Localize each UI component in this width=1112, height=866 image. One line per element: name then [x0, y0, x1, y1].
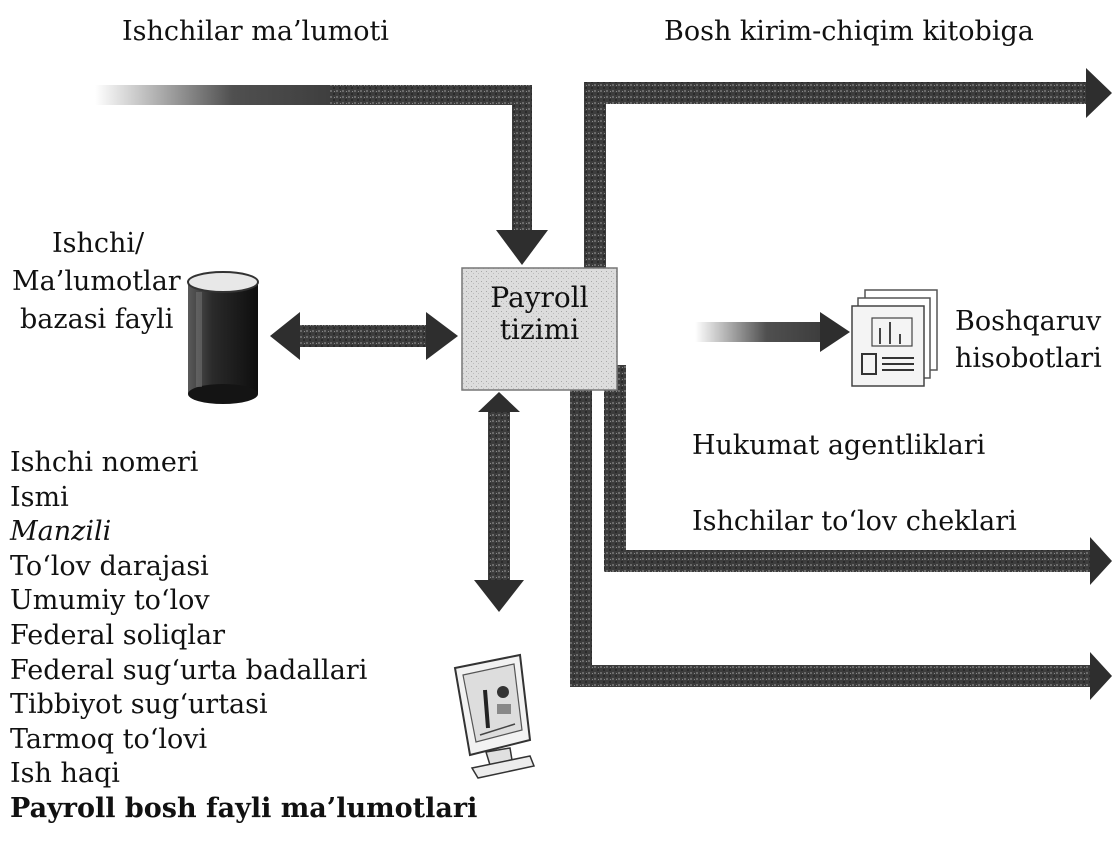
- paychecks-label: Ishchilar to‘lov cheklari: [692, 506, 1017, 537]
- field-item: To‘lov darajasi: [10, 550, 209, 582]
- field-item: Federal soliqlar: [10, 619, 226, 651]
- field-item: Tarmoq to‘lovi: [10, 723, 208, 755]
- field-item: Umumiy to‘lov: [10, 585, 210, 617]
- database-arrow: [270, 312, 458, 360]
- general-ledger-label: Bosh kirim-chiqim kitobiga: [664, 16, 1034, 47]
- input-arrow: [95, 85, 548, 265]
- database-label-line2: Ma’lumotlar: [12, 266, 181, 297]
- computer-terminal-icon: [453, 653, 536, 779]
- gov-arrow: [570, 365, 1112, 700]
- payroll-system-label: Payroll tizimi: [462, 282, 617, 346]
- reports-arrow: [695, 312, 850, 352]
- payroll-label-line1: Payroll: [490, 281, 589, 314]
- field-item: Ish haqi: [10, 758, 120, 790]
- reports-document-icon: [851, 289, 938, 387]
- payroll-label-line2: tizimi: [499, 313, 580, 346]
- field-item: Manzili: [10, 516, 112, 548]
- gov-agencies-label: Hukumat agentliklari: [692, 430, 986, 461]
- reports-label-line1: Boshqaruv: [955, 306, 1102, 337]
- reports-label-line2: hisobotlari: [955, 343, 1102, 374]
- database-label-line3: bazasi fayli: [20, 304, 174, 335]
- ledger-arrow: [584, 68, 1112, 270]
- terminal-arrow: [474, 392, 524, 612]
- payroll-master-fields: Ishchi nomeri Ismi Manzili To‘lov daraja…: [10, 446, 477, 827]
- paychecks-arrow: [604, 365, 1112, 585]
- fields-title: Payroll bosh fayli ma’lumotlari: [10, 792, 478, 824]
- database-label-line1: Ishchi/: [52, 228, 145, 259]
- database-cylinder: [187, 271, 259, 404]
- field-item: Tibbiyot sug‘urtasi: [10, 689, 268, 721]
- field-item: Federal sug‘urta badallari: [10, 654, 368, 686]
- payroll-system-box: [461, 267, 618, 391]
- employee-info-label: Ishchilar ma’lumoti: [122, 16, 389, 47]
- field-item: Ismi: [10, 481, 69, 513]
- field-item: Ishchi nomeri: [10, 447, 199, 478]
